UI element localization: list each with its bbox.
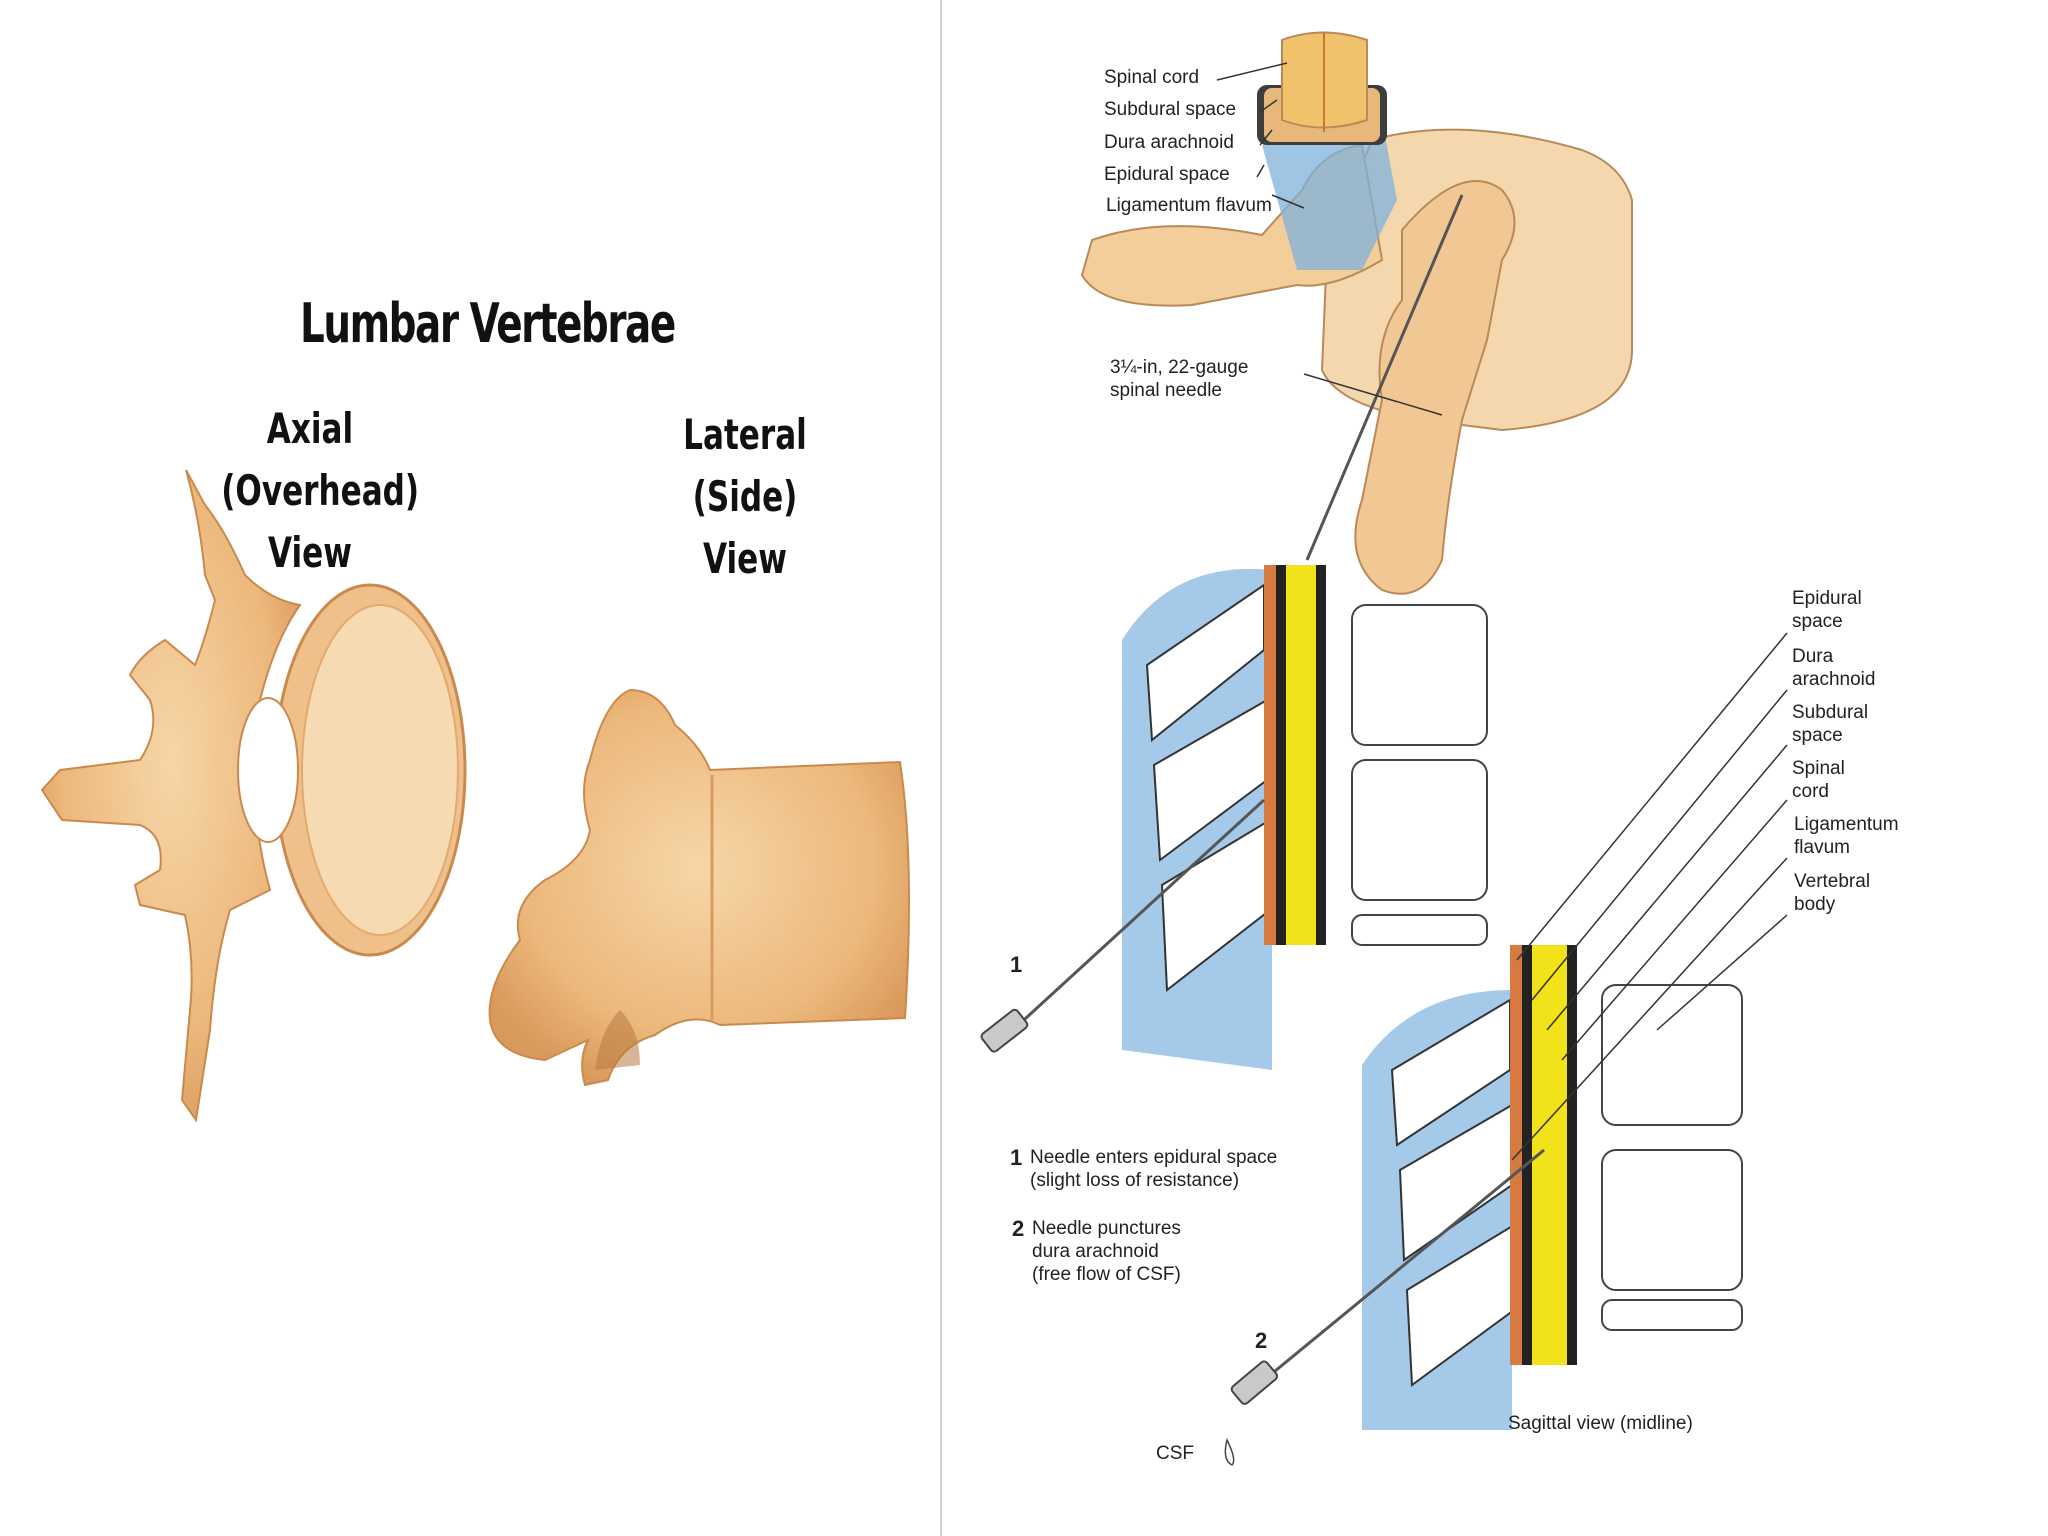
step-number-2: 2 <box>1255 1328 1268 1353</box>
axial-label-line-1: Axial <box>266 404 354 453</box>
side-label-vertebral-body: Vertebral body <box>1794 870 1870 916</box>
side-label-6-line-2: body <box>1794 894 1836 915</box>
page-title: Lumbar Vertebrae <box>300 292 676 355</box>
label-spinal-cord: Spinal cord <box>1104 67 1200 88</box>
side-label-6-line-1: Vertebral <box>1794 871 1871 892</box>
label-ligamentum-flavum: Ligamentum flavum <box>1106 195 1272 216</box>
lateral-label-line-1: Lateral <box>683 410 807 459</box>
caption-step-2: 2 Needle punctures dura arachnoid (free … <box>1012 1217 1181 1286</box>
label-epidural-space: Epidural space <box>1104 164 1230 185</box>
left-panel: Lumbar Vertebrae Axial (Overhead) View L… <box>0 0 940 1536</box>
needle-label-line-2: spinal needle <box>1110 380 1222 401</box>
sagittal-caption: Sagittal view (midline) <box>1508 1413 1693 1434</box>
caption-2-line-2: dura arachnoid <box>1032 1241 1159 1262</box>
label-subdural-space: Subdural space <box>1104 99 1237 120</box>
side-label-5-line-1: Ligamentum <box>1794 814 1899 835</box>
csf-label: CSF <box>1156 1443 1194 1464</box>
side-label-ligamentum-flavum: Ligamentum flavum <box>1794 813 1899 859</box>
side-label-4-line-1: Spinal <box>1792 758 1845 779</box>
right-panel: Spinal cord Subdural space Dura arachnoi… <box>940 0 2048 1536</box>
side-leader-lines <box>1511 632 1788 1161</box>
label-spinal-needle: 3¼-in, 22-gauge spinal needle <box>1110 356 1248 402</box>
side-label-epidural-space: Epidural space <box>1792 587 1862 633</box>
vertebra-3d <box>1080 31 1633 595</box>
spinal-needle-illustration <box>980 31 1788 1466</box>
side-label-spinal-cord: Spinal cord <box>1792 757 1845 803</box>
needle-top <box>1305 194 1464 561</box>
top-leader-lines <box>1216 62 1443 416</box>
lateral-vertebra <box>488 688 910 1087</box>
side-label-3-line-1: Subdural <box>1792 702 1869 723</box>
axial-label-line-2: (Overhead) <box>221 466 420 515</box>
caption-1-line-1: Needle enters epidural space <box>1030 1147 1278 1168</box>
side-label-5-line-2: flavum <box>1794 837 1850 858</box>
caption-2-line-3: (free flow of CSF) <box>1032 1264 1181 1285</box>
caption-2-line-1: Needle punctures <box>1032 1218 1181 1239</box>
vertebrae-illustration <box>40 469 910 1123</box>
needle-label-line-1: 3¼-in, 22-gauge <box>1110 357 1249 378</box>
axial-label-line-3: View <box>268 528 352 577</box>
caption-1-number: 1 <box>1010 1145 1023 1170</box>
side-label-dura-arachnoid: Dura arachnoid <box>1792 645 1875 691</box>
side-label-1-line-2: space <box>1792 611 1843 632</box>
axial-view-label: Axial (Overhead) View <box>221 398 420 584</box>
caption-step-1: 1 Needle enters epidural space (slight l… <box>1010 1146 1278 1192</box>
caption-1-line-2: (slight loss of resistance) <box>1030 1170 1240 1191</box>
sagittal-section-1 <box>980 565 1488 1070</box>
lateral-view-label: Lateral (Side) View <box>667 404 822 590</box>
side-label-subdural-space: Subdural space <box>1792 701 1868 747</box>
side-label-4-line-2: cord <box>1792 781 1829 802</box>
axial-vertebra <box>40 469 467 1123</box>
side-label-3-line-2: space <box>1792 725 1843 746</box>
caption-2-number: 2 <box>1012 1216 1025 1241</box>
lateral-label-line-2: (Side) <box>692 472 798 521</box>
lateral-label-line-3: View <box>703 534 787 583</box>
sagittal-section-2 <box>1224 945 1743 1466</box>
side-label-2-line-1: Dura <box>1792 646 1834 667</box>
side-label-1-line-1: Epidural <box>1792 588 1862 609</box>
label-dura-arachnoid: Dura arachnoid <box>1104 132 1234 153</box>
step-number-1: 1 <box>1010 952 1023 977</box>
side-label-2-line-2: arachnoid <box>1792 669 1876 690</box>
